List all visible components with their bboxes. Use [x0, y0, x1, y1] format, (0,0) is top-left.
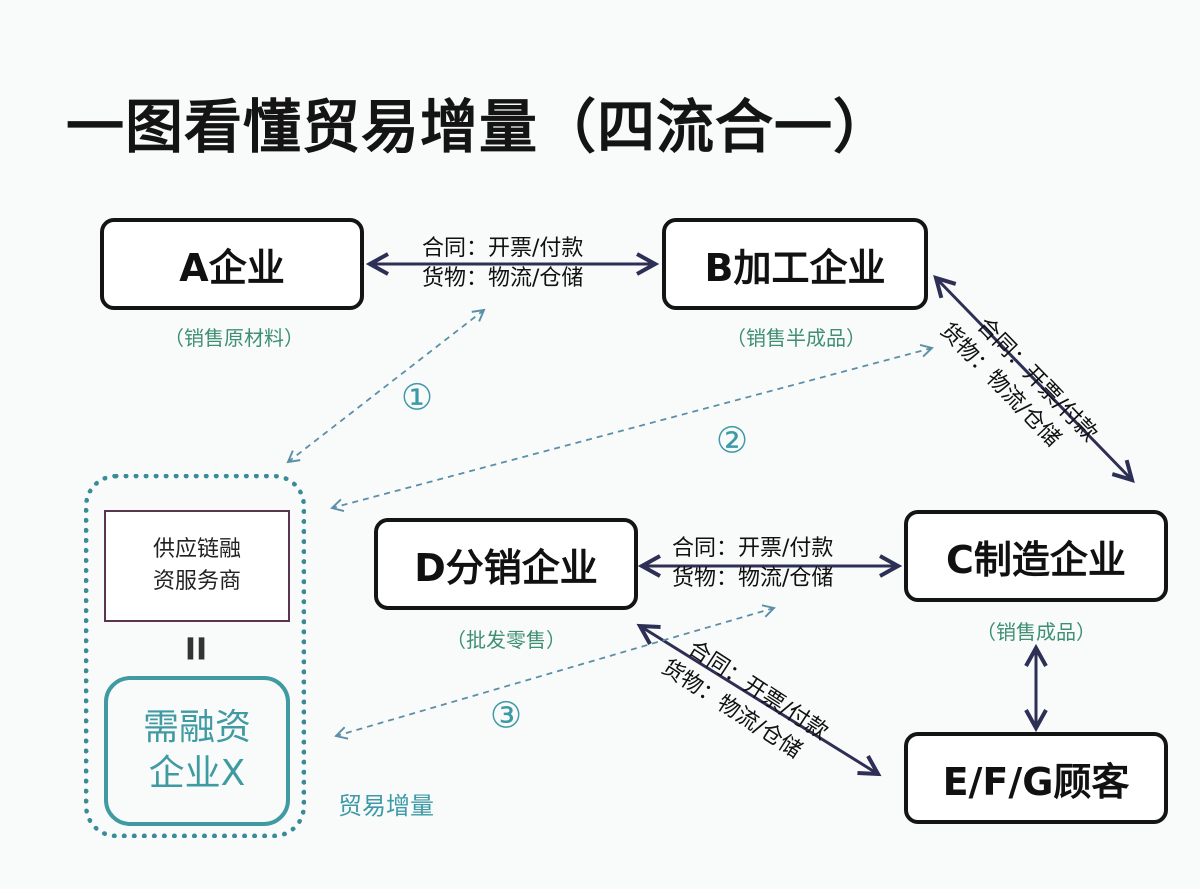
financing-enterprise-box: 需融资企业X: [104, 676, 290, 826]
node-b-processing-enterprise: B加工企业: [662, 218, 928, 310]
finance-provider-label: 供应链融资服务商: [152, 537, 241, 594]
flow-dc-contract: 合同：开票/付款: [672, 536, 834, 561]
flow-dc-labels: 合同：开票/付款 货物：物流/仓储: [672, 534, 833, 594]
arrow-b-c: [936, 278, 1132, 480]
flow-ab-goods: 货物：物流/仓储: [422, 266, 584, 291]
flow-ab-contract: 合同：开票/付款: [422, 236, 584, 261]
marker-1: ①: [400, 377, 434, 419]
node-c-note: （销售成品）: [976, 620, 1096, 644]
flow-dc-goods: 货物：物流/仓储: [672, 566, 834, 591]
marker-2: ②: [715, 420, 749, 462]
node-efg-customers: E/F/G顾客: [904, 732, 1168, 824]
trade-increment-label: 贸易增量: [338, 792, 434, 820]
node-d-note: （批发零售）: [446, 628, 566, 652]
equals-sign: II: [184, 632, 208, 668]
dashed-link-2: [330, 344, 934, 512]
node-d-distribution-enterprise: D分销企业: [374, 518, 638, 610]
marker-3: ③: [489, 695, 523, 737]
node-c-manufacturing-enterprise: C制造企业: [904, 510, 1168, 602]
page-title: 一图看懂贸易增量（四流合一）: [66, 93, 893, 161]
node-a-enterprise: A企业: [100, 218, 364, 310]
finance-group-container: [84, 474, 306, 838]
dashed-link-1: [286, 308, 486, 464]
node-b-note: （销售半成品）: [726, 326, 866, 350]
finance-provider-box: 供应链融资服务商: [104, 510, 290, 622]
flow-ab-labels: 合同：开票/付款 货物：物流/仓储: [422, 234, 583, 294]
node-a-note: （销售原材料）: [164, 326, 304, 350]
financing-enterprise-label: 需融资企业X: [142, 707, 251, 794]
